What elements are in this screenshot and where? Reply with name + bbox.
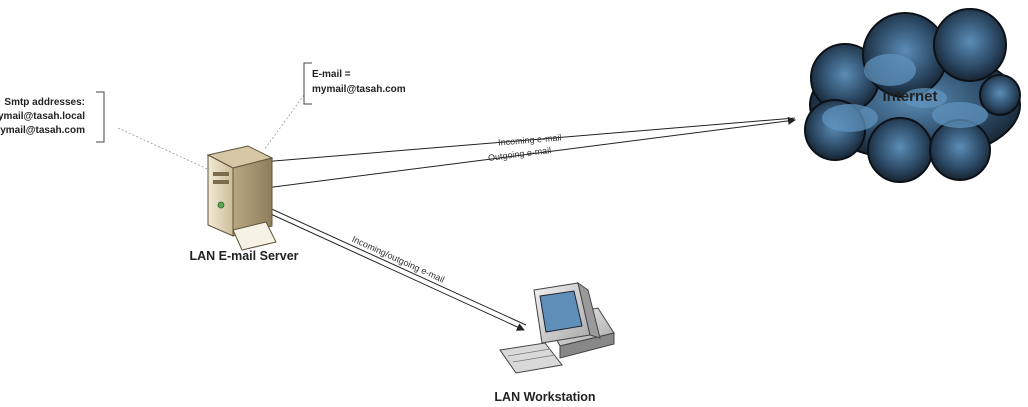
smtp-addresses-callout: Smtp addresses: mymail@tasah.local mymai… (0, 91, 105, 143)
outgoing-email-connection: Outgoing e-mail (249, 116, 796, 191)
internet-label: Internet (882, 88, 937, 105)
incoming-email-label: Incoming e-mail (498, 132, 562, 147)
lan-email-label: Incoming/outgoing e-mail (350, 234, 446, 285)
workstation-icon (499, 281, 615, 374)
outgoing-email-label: Outgoing e-mail (487, 145, 551, 163)
smtp-callout-line-1: Smtp addresses: (4, 97, 85, 108)
smtp-callout-line-2: mymail@tasah.local (0, 111, 85, 122)
email-server-label: LAN E-mail Server (189, 249, 298, 263)
smtp-callout-line-3: mymail@tasah.com (0, 125, 85, 136)
workstation-label: LAN Workstation (494, 390, 595, 404)
email-address-callout: E-mail = mymail@tasah.com (303, 62, 406, 105)
smtp-callout-leader (117, 127, 215, 173)
internet-cloud-icon: Internet (804, 8, 1021, 183)
email-callout-line-1: E-mail = (312, 69, 351, 80)
email-callout-leader (263, 94, 305, 151)
email-callout-line-2: mymail@tasah.com (312, 84, 406, 95)
lan-email-connection: Incoming/outgoing e-mail (251, 199, 527, 331)
email-server-icon (206, 145, 277, 251)
